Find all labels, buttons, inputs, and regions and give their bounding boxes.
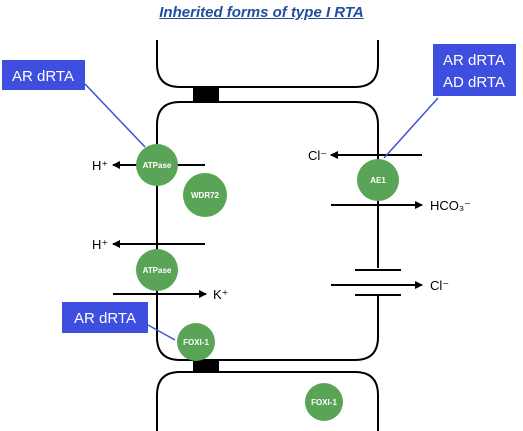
cl-top-label: Cl⁻ — [308, 148, 327, 163]
diagram-title: Inherited forms of type I RTA — [159, 4, 364, 21]
upper-cell-outline — [156, 40, 379, 88]
label-right-text-2: AD dRTA — [443, 74, 505, 91]
h-bottom-label: H⁺ — [92, 237, 108, 252]
cl-bottom-label: Cl⁻ — [430, 278, 449, 293]
atpase-bottom-label: ATPase — [143, 266, 172, 275]
foxi1-cell-label: FOXI-1 — [183, 338, 209, 347]
foxi1-lower-label: FOXI-1 — [311, 398, 337, 407]
h-top-label: H⁺ — [92, 158, 108, 173]
atpase-top-label: ATPase — [143, 161, 172, 170]
atpase-bottom-circle — [136, 249, 178, 291]
ae1-circle — [357, 159, 399, 201]
label-box-top-left — [2, 60, 85, 90]
tight-junction-bottom — [193, 360, 219, 372]
main-cell-outline — [156, 101, 379, 361]
connector-top-left — [84, 83, 146, 148]
hco3-label: HCO₃⁻ — [430, 198, 471, 213]
foxi1-lower-circle — [305, 383, 343, 421]
label-right-text-1: AR dRTA — [443, 52, 505, 69]
label-top-left-text: AR dRTA — [12, 68, 74, 85]
wdr72-circle — [183, 173, 227, 217]
ae1-label: AE1 — [370, 176, 386, 185]
label-bottom-left-text: AR dRTA — [74, 310, 136, 327]
lower-cell-outline — [156, 371, 379, 431]
tight-junction-top — [193, 87, 219, 102]
wdr72-label: WDR72 — [191, 191, 220, 200]
atpase-top-circle — [136, 144, 178, 186]
connector-right — [383, 97, 439, 159]
label-box-right — [433, 44, 516, 96]
connector-bottom-left — [147, 324, 176, 341]
membrane-gap — [370, 268, 386, 294]
label-box-bottom-left — [62, 302, 148, 333]
foxi1-cell-circle — [177, 323, 215, 361]
k-label: K⁺ — [213, 287, 229, 302]
